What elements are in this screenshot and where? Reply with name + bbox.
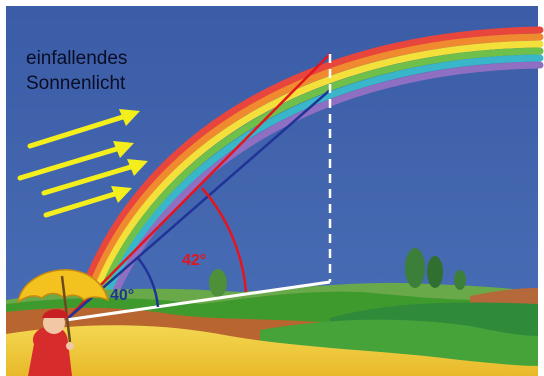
tree (427, 256, 443, 288)
tree (405, 248, 425, 288)
tree (454, 270, 466, 290)
person-hand (66, 342, 74, 350)
red-angle-label: 42° (182, 252, 206, 269)
sunlight-caption: einfallendes Sonnenlicht (26, 46, 127, 96)
caption-line-1: einfallendes (26, 46, 127, 71)
blue-angle-label: 40° (110, 287, 134, 304)
caption-line-2: Sonnenlicht (26, 71, 127, 96)
tree (209, 269, 227, 297)
